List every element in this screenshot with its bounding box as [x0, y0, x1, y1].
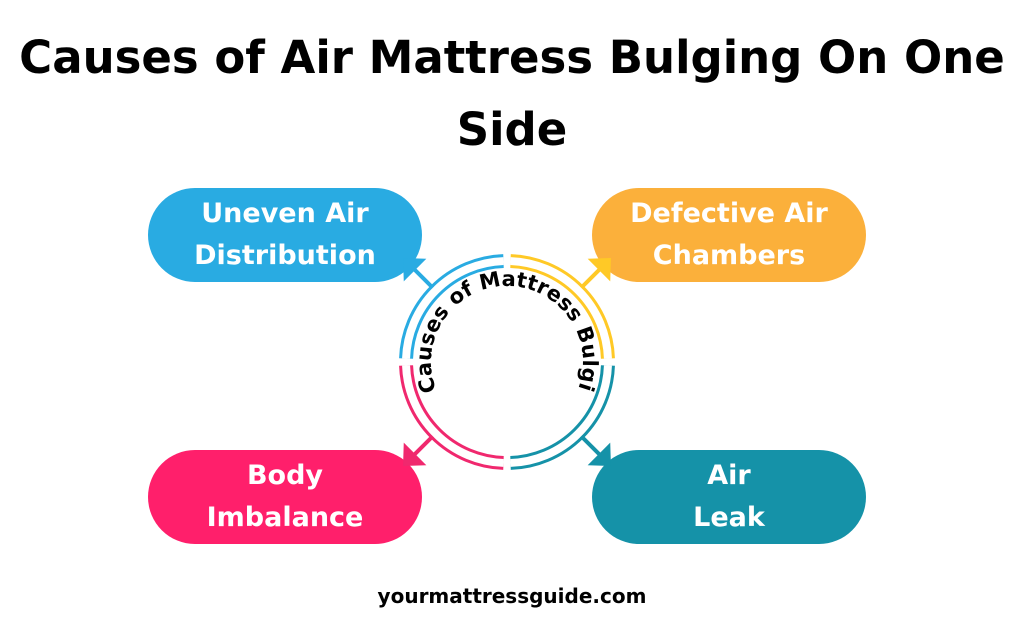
teal-arc-inner [510, 365, 612, 467]
pink-arrow-shaft [410, 434, 435, 459]
page-title: Causes of Air Mattress Bulging On One Si… [19, 31, 1005, 156]
yellow-arrow-head-icon [587, 258, 611, 282]
cause-label: Defective Air [630, 198, 828, 229]
pink-arrow-head-icon [403, 442, 427, 466]
cause-label: Air [707, 460, 751, 491]
cause-label: Leak [693, 502, 765, 533]
center-label: Causes of Mattress Bulging [0, 0, 602, 396]
blue-arrow-shaft [410, 265, 435, 290]
cause-label: Imbalance [206, 502, 364, 533]
yellow-arc-inner [510, 257, 612, 359]
teal-arrow-shaft [579, 434, 604, 459]
cause-label: Uneven Air [201, 198, 369, 229]
footer-website: yourmattressguide.com [377, 584, 647, 608]
cause-label: Distribution [194, 240, 376, 271]
teal-arrow-head-icon [587, 442, 611, 466]
cause-label: Body [246, 460, 324, 491]
pink-arc-inner [402, 365, 504, 467]
blue-arrow-head-icon [403, 258, 427, 282]
blue-arc-inner [402, 257, 504, 359]
cause-label: Chambers [652, 240, 806, 271]
yellow-arrow-shaft [579, 265, 604, 290]
